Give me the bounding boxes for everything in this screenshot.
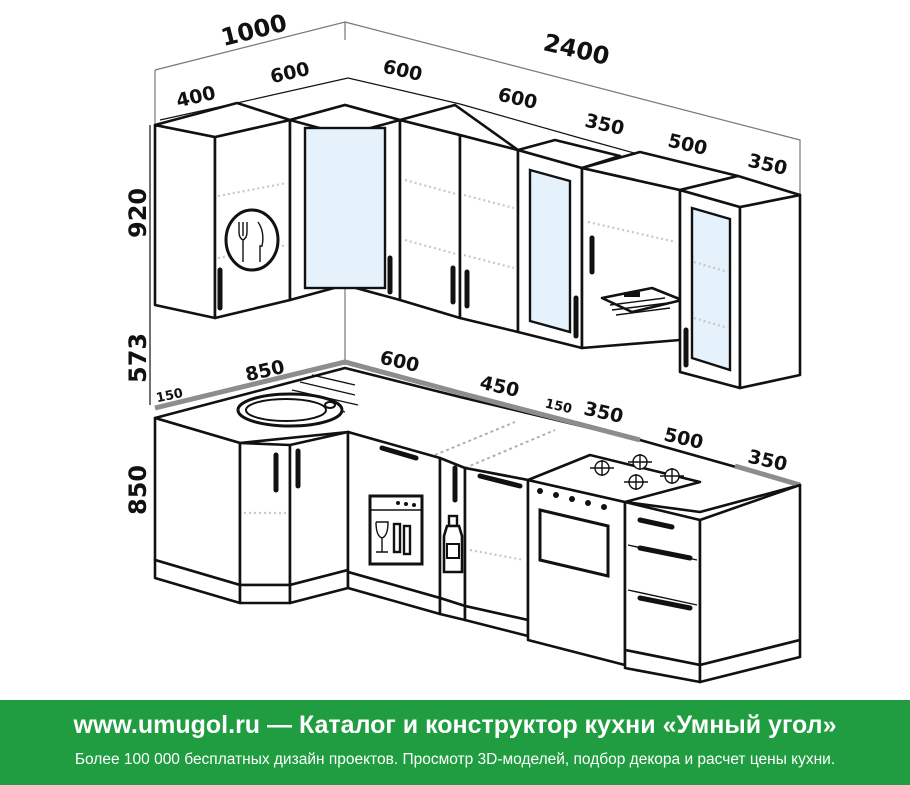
upper-cabinet-600 (398, 103, 520, 334)
lower-cabinet-450 (463, 466, 530, 638)
promo-banner: www.umugol.ru — Каталог и конструктор ку… (0, 700, 910, 785)
dim-upper-350-a: 350 (583, 110, 627, 140)
dim-upper-corner-depth: 400 (174, 82, 218, 112)
banner-title[interactable]: www.umugol.ru — Каталог и конструктор ку… (73, 711, 837, 739)
dim-upper-height: 920 (124, 188, 152, 238)
dim-upper-back-600-b: 600 (496, 84, 540, 114)
upper-glass-cabinet-350-right (678, 174, 802, 390)
dim-gap-height: 573 (124, 333, 152, 383)
upper-corner-cabinet (153, 101, 292, 320)
upper-glass-cabinet-350 (516, 138, 622, 350)
dim-upper-back-600-a: 600 (381, 56, 425, 86)
dim-upper-350-b: 350 (746, 150, 790, 180)
dim-lower-height: 850 (124, 465, 152, 515)
kitchen-drawing: 1000 2400 400 600 600 600 350 500 350 92… (124, 9, 802, 684)
dishwasher-icon (368, 494, 424, 566)
dim-counter-350-a: 350 (582, 398, 626, 428)
dim-counter-150-left: 150 (155, 386, 185, 406)
fork-knife-icon (224, 208, 280, 272)
lower-corner-cabinet (153, 416, 350, 605)
oven-icon (538, 508, 610, 578)
sink-icon (236, 392, 344, 428)
banner-subtitle: Более 100 000 бесплатных дизайн проектов… (74, 751, 836, 768)
dim-counter-850: 850 (243, 356, 287, 386)
upper-glass-corner-cabinet (288, 103, 402, 302)
dim-upper-corner-width: 600 (268, 58, 312, 88)
bottle-icon (442, 514, 464, 574)
dim-back-wall-total: 2400 (541, 28, 612, 70)
dim-counter-150-mid: 150 (544, 396, 574, 417)
gas-burner-icon (590, 454, 684, 490)
lower-drawer-cabinet (623, 483, 802, 684)
dim-upper-500: 500 (666, 130, 710, 160)
